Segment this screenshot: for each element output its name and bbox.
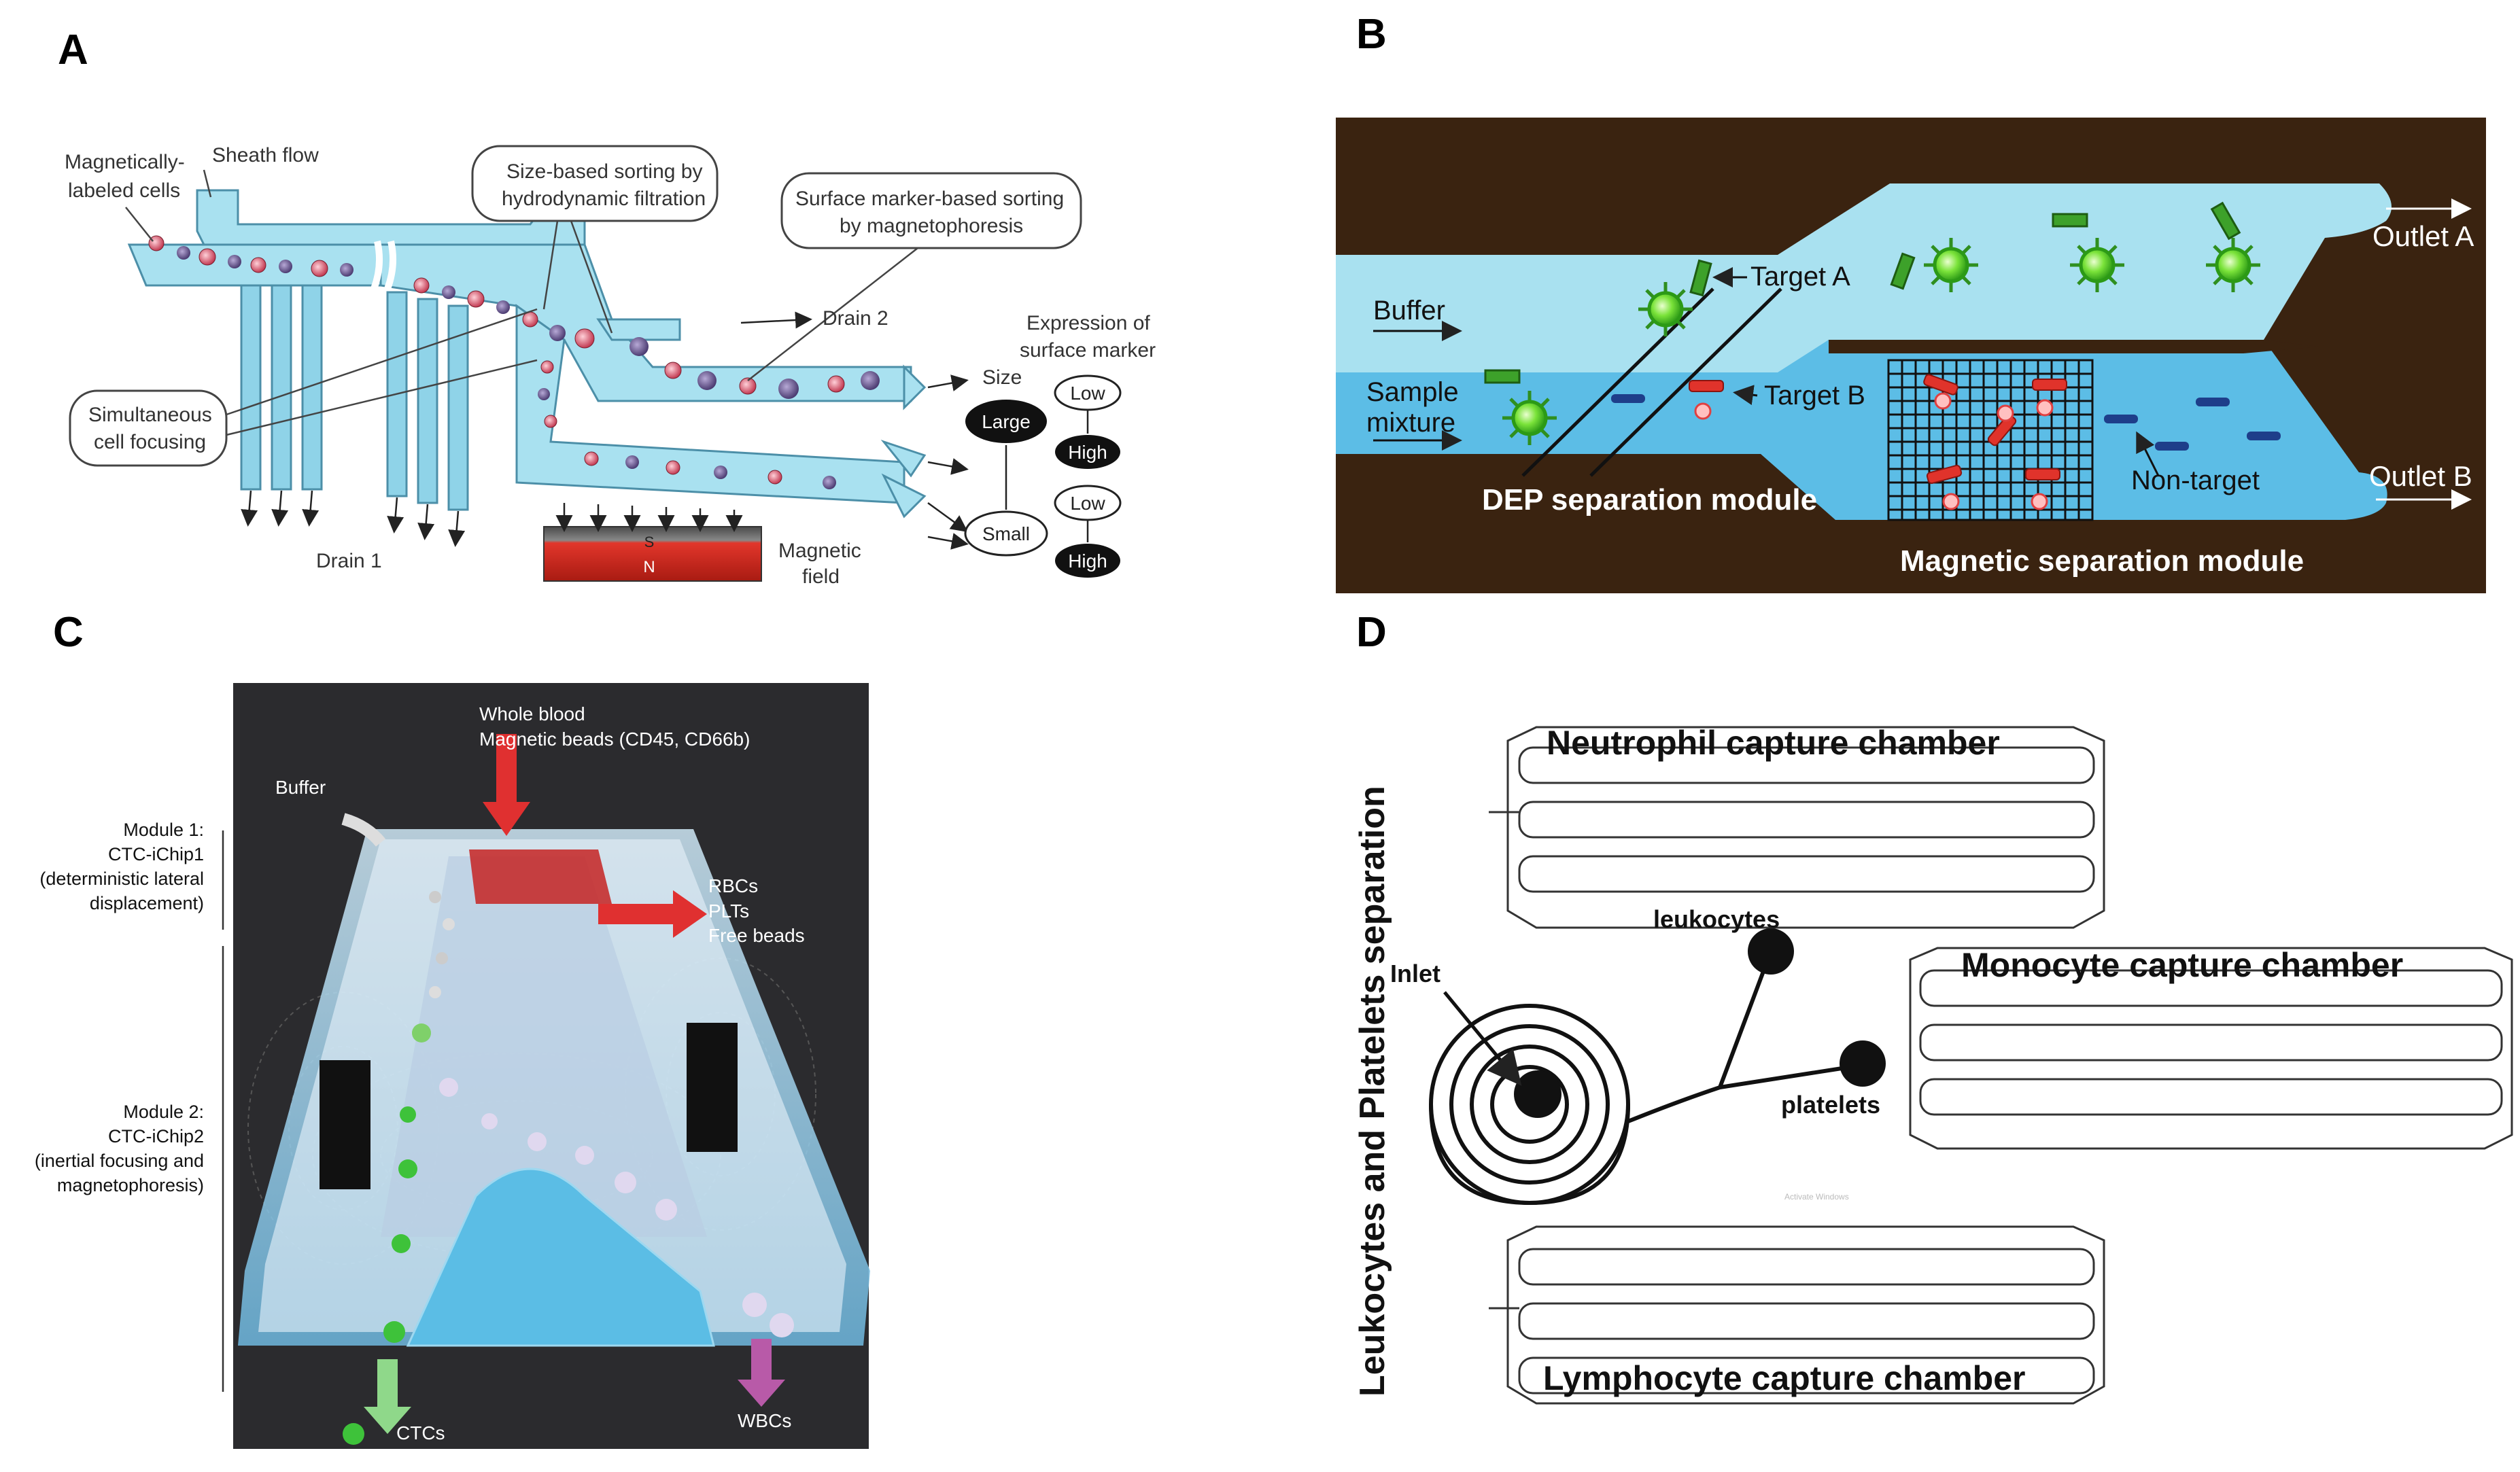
- b-non-target-cells: [1611, 394, 2281, 451]
- b-target-a: Target A: [1750, 262, 1850, 292]
- d-leukocytes: leukocytes: [1653, 905, 1780, 933]
- a-large: Large: [982, 411, 1031, 432]
- a-magnetic-field-1: Magnetic: [778, 540, 861, 562]
- a-low2: Low: [1070, 493, 1105, 514]
- panel-label-b: B: [1356, 11, 1387, 58]
- a-size-sorting-2: hydrodynamic filtration: [502, 188, 706, 210]
- large-oval: [965, 400, 1047, 443]
- b-magnetic-module: Magnetic separation module: [1900, 544, 2304, 578]
- d-inlet: Inlet: [1390, 960, 1440, 987]
- c-hump: [406, 1168, 715, 1347]
- high1-oval: [1055, 435, 1120, 469]
- d-watermark: Activate Windows: [1784, 1192, 1849, 1202]
- d-lymphocyte-chamber: [1489, 1225, 2105, 1405]
- a-drain1: Drain 1: [316, 550, 382, 572]
- panel-b-diagram: Buffer Sample mixture Target A Target B …: [1336, 118, 2486, 593]
- a-expression-1: Expression of: [1026, 312, 1150, 334]
- drain-arrows: [241, 374, 969, 550]
- a-high1: High: [1068, 442, 1107, 463]
- high2-oval: [1055, 544, 1120, 578]
- b-target-b-cells: [1689, 374, 2067, 485]
- b-sample-1: Sample: [1366, 377, 1459, 407]
- a-small: Small: [982, 523, 1030, 544]
- low1-oval: [1054, 374, 1122, 411]
- c-module2-4: magnetophoresis): [57, 1175, 204, 1195]
- magnet-bar: [543, 526, 762, 582]
- low2-oval: [1054, 485, 1122, 521]
- a-magnet-s: S: [644, 533, 655, 550]
- b-target-b: Target B: [1764, 381, 1865, 410]
- small-oval: [964, 510, 1048, 557]
- a-magnetically-labeled-1: Magnetically-: [65, 151, 185, 173]
- b-outlet-a: Outlet A: [2372, 220, 2474, 252]
- a-surface-sorting-2: by magnetophoresis: [840, 215, 1023, 237]
- c-rbcs: RBCs: [708, 875, 758, 896]
- c-module2-2: CTC-iChip2: [108, 1126, 204, 1146]
- a-size-sorting-1: Size-based sorting by: [506, 160, 703, 183]
- c-ctcs: CTCs: [396, 1422, 445, 1443]
- d-lymphocyte: Lymphocyte capture chamber: [1543, 1359, 2025, 1397]
- panel-label-c: C: [53, 609, 84, 656]
- b-target-a-cells: [1502, 238, 2260, 445]
- a-drain2: Drain 2: [823, 307, 888, 330]
- panel-label-d: D: [1356, 609, 1387, 656]
- panel-a-diagram: Magnetically- labeled cells Sheath flow …: [65, 144, 1156, 588]
- d-platelets: platelets: [1781, 1091, 1880, 1119]
- d-neutrophil-chamber: [1489, 726, 2105, 929]
- a-simultaneous-1: Simultaneous: [88, 404, 212, 426]
- c-module2-1: Module 2:: [123, 1102, 204, 1122]
- panel-label-a: A: [58, 27, 88, 73]
- d-monocyte: Monocyte capture chamber: [1961, 946, 2403, 984]
- a-magnet-n: N: [643, 558, 655, 576]
- b-magnetic-grid: [1887, 359, 2094, 521]
- panel-c-diagram: Whole blood Magnetic beads (CD45, CD66b)…: [35, 683, 870, 1449]
- d-monocyte-chamber: [1909, 947, 2513, 1150]
- c-cells: [343, 891, 794, 1445]
- d-vertical-title: Leukocytes and Platelets separation: [1353, 786, 1392, 1397]
- a-high2: High: [1068, 550, 1107, 572]
- a-low1: Low: [1070, 383, 1105, 404]
- c-module2-3: (inertial focusing and: [35, 1151, 204, 1171]
- panel-a-cells: [148, 235, 880, 489]
- a-expression-2: surface marker: [1020, 339, 1156, 362]
- c-module1-3: (deterministic lateral: [39, 869, 204, 889]
- c-module1-4: displacement): [90, 893, 204, 913]
- panel-d-diagram: Neutrophil capture chamber Monocyte capt…: [1353, 724, 2513, 1405]
- a-simultaneous-2: cell focusing: [94, 431, 206, 453]
- a-surface-sorting-1: Surface marker-based sorting: [795, 188, 1064, 210]
- c-whole-blood: Whole blood: [479, 703, 585, 724]
- b-non-target: Non-target: [2131, 466, 2260, 495]
- b-sample-2: mixture: [1366, 408, 1455, 438]
- a-magnetically-labeled-2: labeled cells: [68, 179, 180, 202]
- drain1-channels: [240, 284, 469, 511]
- surface-sorting-bubble: [780, 172, 1082, 249]
- b-sample-stream: [1336, 340, 2387, 520]
- size-sorting-bubble: [471, 145, 719, 222]
- a-size: Size: [982, 366, 1022, 389]
- c-module1-1: Module 1:: [123, 820, 204, 840]
- b-buffer: Buffer: [1373, 296, 1445, 326]
- outlet-fan: [880, 364, 927, 519]
- d-spiral: [1429, 1004, 1630, 1206]
- c-free-beads: Free beads: [708, 925, 805, 946]
- c-magnet-right: [687, 1023, 738, 1152]
- c-wbcs: WBCs: [738, 1410, 791, 1431]
- c-module1-2: CTC-iChip1: [108, 844, 204, 864]
- c-magnetic-beads: Magnetic beads (CD45, CD66b): [479, 729, 750, 750]
- b-outlet-b: Outlet B: [2369, 460, 2472, 492]
- b-buffer-stream: [1336, 183, 2392, 377]
- a-sheath-flow: Sheath flow: [212, 144, 319, 167]
- d-neutrophil: Neutrophil capture chamber: [1547, 724, 2000, 762]
- a-magnetic-field-2: field: [802, 565, 840, 588]
- b-dep-module: DEP separation module: [1482, 483, 1817, 516]
- c-buffer: Buffer: [275, 777, 326, 798]
- focusing-bubble: [69, 389, 228, 467]
- c-magnet-left: [320, 1060, 370, 1189]
- c-plts: PLTs: [708, 900, 749, 922]
